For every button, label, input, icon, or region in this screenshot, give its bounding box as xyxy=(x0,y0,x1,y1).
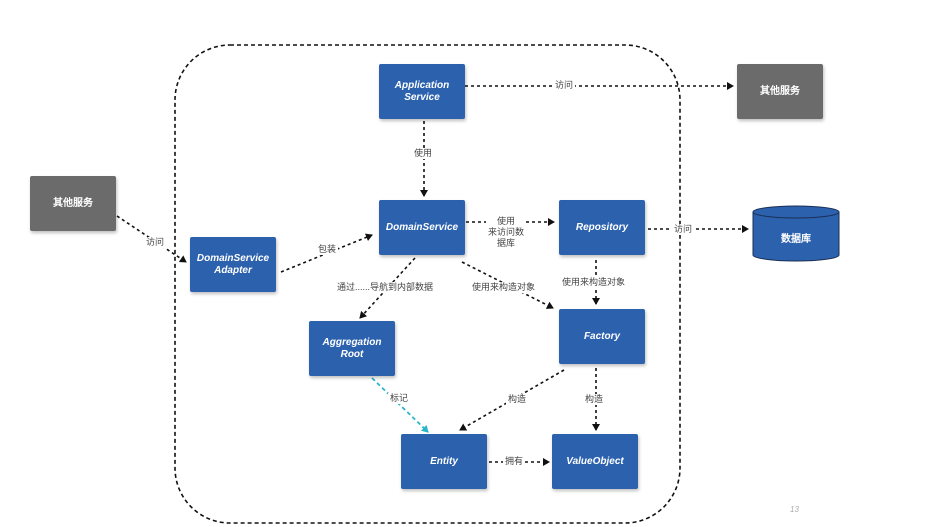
edge-aggregation-marks-entity xyxy=(371,377,429,433)
edge-label-construct-value: 构造 xyxy=(583,394,606,405)
factory-node: Factory xyxy=(559,309,645,364)
edge-label-navigate: 通过......导航到内部数据 xyxy=(335,282,436,293)
application-service-label: Application Service xyxy=(394,79,450,103)
edge-label-use-app-domain: 使用 xyxy=(412,148,435,159)
domain-service-node: DomainService xyxy=(379,200,465,255)
domain-service-adapter-label: DomainService Adapter xyxy=(196,252,270,276)
edge-label-use-repository: 使用 来访问数 据库 xyxy=(486,216,527,249)
edge-domain-to-aggregation xyxy=(359,257,416,319)
aggregation-root-label: Aggregation Root xyxy=(322,336,382,360)
page-number: 13 xyxy=(790,505,799,514)
edge-label-own: 拥有 xyxy=(503,456,526,467)
application-service-node: Application Service xyxy=(379,64,465,119)
edge-other-to-adapter xyxy=(116,215,187,263)
other-service-left-label: 其他服务 xyxy=(53,197,93,209)
edge-label-use-construct-domain: 使用来构造对象 xyxy=(470,282,538,293)
database-cylinder xyxy=(752,205,840,262)
edge-label-use-construct-repo: 使用来构造对象 xyxy=(560,277,628,288)
other-service-right-node: 其他服务 xyxy=(737,64,823,119)
entity-node: Entity xyxy=(401,434,487,489)
aggregation-root-node: Aggregation Root xyxy=(309,321,395,376)
edge-label-wrap: 包装 xyxy=(316,244,339,255)
database-label: 数据库 xyxy=(781,234,811,245)
other-service-left-node: 其他服务 xyxy=(30,176,116,231)
factory-label: Factory xyxy=(583,330,621,342)
domain-service-adapter-node: DomainService Adapter xyxy=(190,237,276,292)
edge-label-access-left: 访问 xyxy=(144,237,167,248)
value-object-label: ValueObject xyxy=(566,455,624,467)
edge-label-access-db: 访问 xyxy=(672,224,695,235)
edge-label-mark: 标记 xyxy=(388,393,411,404)
bounded-context-boundary xyxy=(174,44,681,524)
domain-service-label: DomainService xyxy=(385,221,459,233)
entity-label: Entity xyxy=(430,455,458,467)
repository-node: Repository xyxy=(559,200,645,255)
edge-label-construct-entity: 构造 xyxy=(506,394,529,405)
edge-label-access-top: 访问 xyxy=(553,80,576,91)
repository-label: Repository xyxy=(575,221,629,233)
other-service-right-label: 其他服务 xyxy=(760,85,800,97)
value-object-node: ValueObject xyxy=(552,434,638,489)
